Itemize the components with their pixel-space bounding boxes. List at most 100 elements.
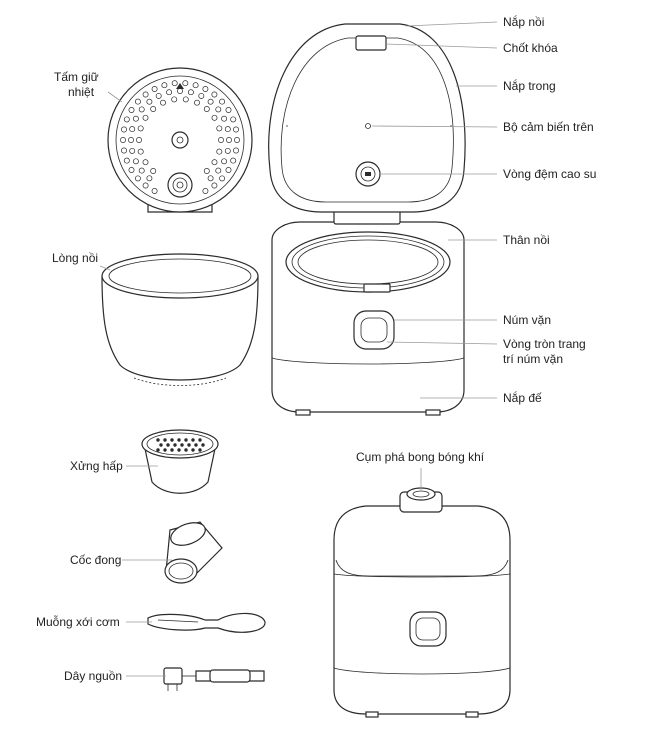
label-latch: Chốt khóa	[503, 41, 558, 55]
vent-hole	[150, 168, 157, 174]
vent-hole	[226, 137, 232, 143]
vent-hole	[121, 147, 127, 154]
heat-retaining-plate	[107, 67, 253, 213]
vent-hole	[230, 157, 237, 164]
steamer-hole	[166, 443, 170, 447]
steamer-hole	[156, 448, 160, 452]
vent-hole	[128, 107, 135, 113]
vent-hole	[233, 147, 239, 154]
steamer-hole	[198, 438, 202, 442]
part-labels: Tấm giữ nhiệt Lòng nồi Xửng hấp Cốc đong…	[36, 14, 596, 683]
leader-lines	[99, 21, 498, 677]
steamer-hole	[198, 448, 202, 452]
steamer-hole	[184, 448, 188, 452]
vent-hole	[132, 115, 139, 122]
vent-hole	[218, 137, 224, 143]
steamer-hole	[177, 448, 181, 452]
label-knob-ring-line1: Vòng tròn trang	[503, 337, 586, 351]
vent-hole	[207, 98, 214, 105]
vent-hole	[142, 114, 149, 121]
rice-cooker-closed	[333, 487, 511, 718]
vent-hole	[123, 116, 130, 123]
vent-hole	[219, 98, 226, 105]
vent-hole	[211, 182, 218, 189]
vent-hole	[123, 157, 130, 164]
vent-hole	[187, 89, 194, 96]
label-heat-plate-line2: nhiệt	[68, 85, 95, 99]
vent-hole	[171, 80, 178, 87]
vent-hole	[136, 137, 142, 143]
vent-hole	[207, 175, 214, 182]
vent-hole	[234, 137, 240, 143]
steamer-hole	[163, 448, 167, 452]
vent-hole	[203, 106, 210, 112]
steamer-hole	[187, 443, 191, 447]
label-knob: Núm vặn	[503, 313, 551, 327]
vent-hole	[194, 99, 200, 106]
vent-hole	[203, 168, 210, 174]
rice-cooker-open	[268, 23, 466, 416]
vent-hole	[177, 88, 183, 94]
label-bubble-breaker: Cụm phá bong bóng khí	[356, 450, 485, 464]
vent-hole	[230, 116, 237, 123]
vent-hole	[202, 86, 209, 92]
vent-hole	[134, 175, 141, 182]
vent-hole	[146, 98, 153, 105]
vent-hole	[233, 126, 239, 133]
steamer-hole	[177, 438, 181, 442]
vent-hole	[137, 125, 144, 132]
vent-hole	[216, 148, 223, 155]
vent-hole	[225, 167, 232, 173]
vent-hole	[224, 147, 231, 154]
vent-hole	[215, 106, 222, 113]
label-heat-plate-line1: Tấm giữ	[54, 70, 99, 84]
steamer-basket	[141, 429, 219, 494]
label-body: Thân nồi	[503, 233, 550, 247]
label-measuring-cup: Cốc đong	[70, 553, 121, 567]
vent-hole	[225, 107, 232, 113]
vent-hole	[134, 98, 141, 105]
vent-hole	[211, 159, 218, 166]
vent-hole	[182, 80, 189, 87]
vent-hole	[224, 126, 231, 133]
vent-hole	[138, 167, 145, 174]
steamer-hole	[163, 438, 167, 442]
vent-hole	[202, 188, 209, 194]
steamer-hole	[180, 443, 184, 447]
vent-hole	[129, 147, 136, 154]
vent-hole	[132, 158, 139, 165]
vent-hole	[216, 125, 223, 132]
vent-hole	[129, 126, 136, 133]
vent-hole	[121, 126, 127, 133]
vent-hole	[211, 114, 218, 121]
steamer-hole	[170, 438, 174, 442]
vent-hole	[215, 167, 222, 174]
steamer-holes	[156, 438, 205, 452]
vent-hole	[137, 148, 144, 155]
vent-hole	[138, 106, 145, 113]
label-lid: Nắp nồi	[503, 14, 544, 29]
power-cord	[163, 667, 265, 691]
vent-hole	[128, 167, 135, 173]
vent-hole	[221, 158, 228, 165]
vent-hole	[160, 99, 166, 106]
vent-hole	[221, 115, 228, 122]
vent-hole	[155, 92, 162, 99]
vent-hole	[120, 137, 126, 143]
vent-hole	[198, 92, 205, 99]
vent-hole	[192, 82, 199, 89]
plate-vent-holes	[120, 80, 240, 194]
vent-hole	[182, 96, 189, 103]
inner-pot	[101, 253, 259, 386]
vent-hole	[219, 175, 226, 182]
steamer-hole	[156, 438, 160, 442]
vent-hole	[142, 182, 149, 189]
label-inner-lid: Nắp trong	[503, 78, 556, 93]
measuring-cup	[164, 521, 223, 584]
steamer-hole	[170, 448, 174, 452]
label-steamer: Xửng hấp	[70, 459, 123, 473]
steamer-hole	[201, 443, 205, 447]
steamer-hole	[173, 443, 177, 447]
label-top-sensor: Bộ cảm biến trên	[503, 120, 594, 134]
